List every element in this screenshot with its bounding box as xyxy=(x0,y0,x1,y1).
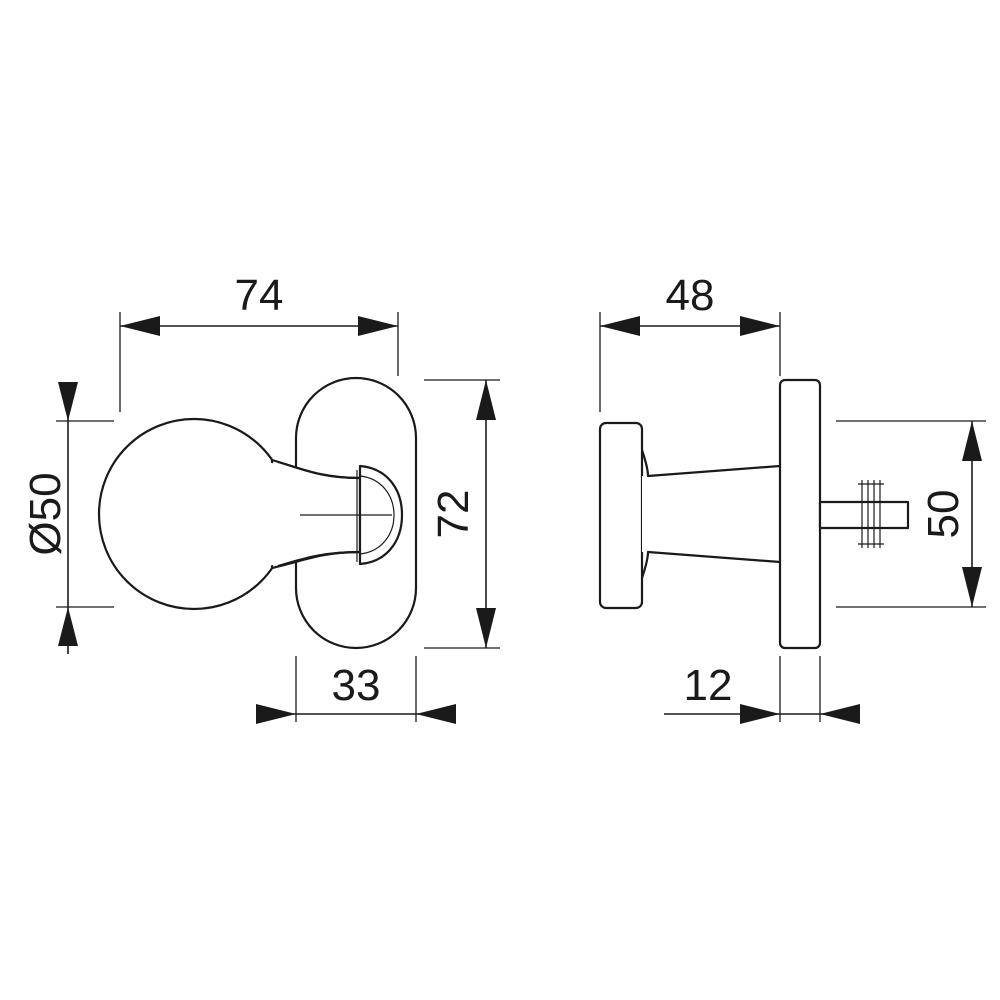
arrow-head xyxy=(820,704,860,724)
dimension-label: 72 xyxy=(429,490,478,539)
dimension-diameter-50: Ø50 xyxy=(21,382,114,654)
dimension-label: 74 xyxy=(235,271,284,320)
arrow-head xyxy=(358,316,398,336)
dimension-label: Ø50 xyxy=(21,472,70,555)
dimension-label: 33 xyxy=(332,661,381,710)
arrow-head xyxy=(600,316,640,336)
side-spindle xyxy=(818,500,910,530)
arrow-head xyxy=(740,316,780,336)
dimension-50: 50 xyxy=(836,420,986,608)
arrow-head xyxy=(58,607,78,646)
dimension-12: 12 xyxy=(664,656,860,724)
arrow-head xyxy=(962,567,982,607)
dimension-label: 48 xyxy=(666,271,715,320)
front-neck-top xyxy=(277,460,361,480)
arrow-head xyxy=(416,704,456,724)
front-view xyxy=(97,376,418,650)
dimension-label: 12 xyxy=(684,661,733,710)
arrow-head xyxy=(476,380,496,420)
front-spindle-inner-arc xyxy=(359,475,395,555)
arrow-head xyxy=(120,316,160,336)
arrow-head xyxy=(58,382,78,421)
front-knob-seam xyxy=(268,462,298,566)
side-rosette xyxy=(778,378,822,650)
dimension-label: 50 xyxy=(919,490,968,539)
arrow-head xyxy=(962,421,982,461)
dimension-48: 48 xyxy=(599,271,781,412)
dimension-74: 74 xyxy=(119,271,399,412)
arrow-head xyxy=(740,704,780,724)
front-knob-ball xyxy=(97,417,291,611)
dimension-33: 33 xyxy=(256,656,456,724)
side-knob-neck xyxy=(642,456,780,572)
side-neck-upper xyxy=(640,449,781,478)
front-neck-bottom xyxy=(277,550,361,568)
arrow-head xyxy=(476,608,496,648)
dimension-72: 72 xyxy=(424,379,500,649)
arrow-head xyxy=(256,704,296,724)
side-knob-head xyxy=(598,421,644,610)
side-view xyxy=(598,378,910,650)
side-neck-lower xyxy=(640,550,781,579)
